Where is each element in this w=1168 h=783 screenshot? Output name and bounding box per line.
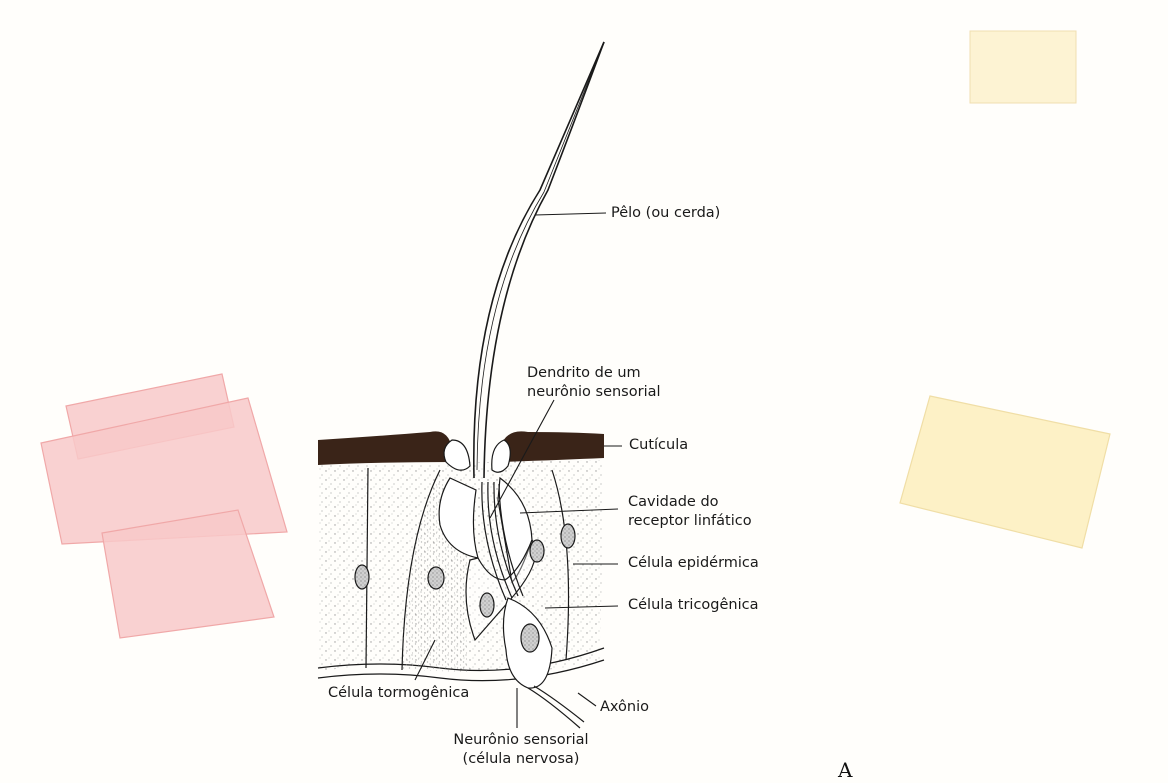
label-cuticle: Cutícula (629, 436, 688, 455)
nucleus (480, 593, 494, 617)
label-dendrite-line2: neurônio sensorial (527, 383, 661, 402)
yellow-tilted-rectangle (900, 396, 1110, 548)
label-neuron-line2: (célula nervosa) (446, 750, 596, 769)
pink-cross-shape (41, 374, 287, 638)
yellow-square-top-right (970, 31, 1076, 103)
label-epidermal: Célula epidérmica (628, 554, 759, 573)
hair-socket-right (492, 440, 511, 472)
nucleus (521, 624, 539, 652)
nucleus (530, 540, 544, 562)
nucleus (355, 565, 369, 589)
panel-letter: A (838, 758, 852, 782)
label-cavity-line2: receptor linfático (628, 512, 752, 531)
label-dendrite-line1: Dendrito de um (527, 364, 641, 383)
label-neuron-line1: Neurônio sensorial (446, 731, 596, 750)
label-tormogen: Célula tormogênica (328, 684, 469, 703)
label-cavity-line1: Cavidade do (628, 493, 719, 512)
label-axon: Axônio (600, 698, 649, 717)
label-hair: Pêlo (ou cerda) (611, 204, 720, 223)
nucleus (428, 567, 444, 589)
nucleus (561, 524, 575, 548)
label-trichogen: Célula tricogênica (628, 596, 759, 615)
axon (528, 688, 580, 728)
hair-bristle (474, 42, 604, 478)
axon-leader (578, 693, 596, 706)
hair-leader (535, 213, 606, 215)
